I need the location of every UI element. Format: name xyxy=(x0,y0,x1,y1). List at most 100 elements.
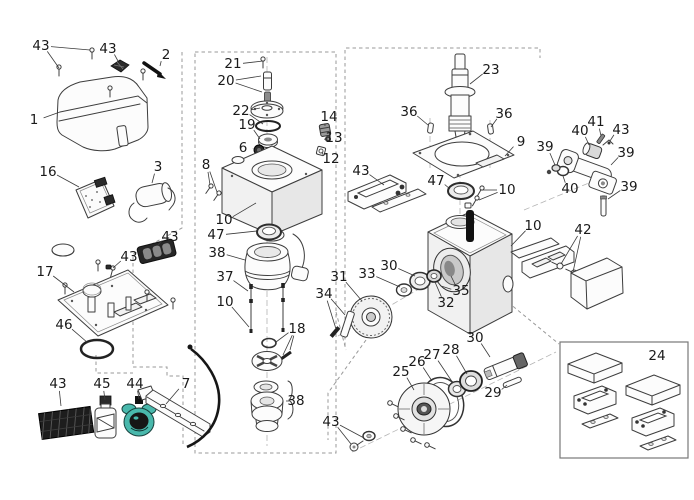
leader-line-19 xyxy=(253,129,261,140)
callout-33: 33 xyxy=(358,266,375,282)
leader-line-40 xyxy=(562,175,566,183)
limit-switch-kit-box xyxy=(559,341,689,459)
leader-line-10 xyxy=(232,202,257,218)
part-10-screws-right xyxy=(464,184,486,209)
callout-17: 17 xyxy=(36,264,53,280)
part-43-terminal-block xyxy=(136,238,177,264)
leader-line-22 xyxy=(249,114,264,125)
callout-6: 6 xyxy=(239,140,248,156)
base-plate-screw-43 xyxy=(105,264,117,278)
callout-44: 44 xyxy=(126,376,143,392)
part-38-drum xyxy=(244,233,309,291)
part-7-release-rail xyxy=(137,385,211,438)
callout-31: 31 xyxy=(330,269,347,285)
callout-39: 39 xyxy=(536,139,553,155)
leader-line-25 xyxy=(406,377,415,391)
leader-line-23 xyxy=(469,73,483,85)
leader-line-16 xyxy=(56,174,80,188)
callout-10: 10 xyxy=(524,218,541,234)
part-43-clip xyxy=(602,139,614,146)
part-43-adhesive-pad xyxy=(38,405,95,441)
callout-23: 23 xyxy=(482,62,499,78)
part-34-key xyxy=(329,310,355,338)
part-47-bearing-right xyxy=(447,182,475,200)
leader-line-20 xyxy=(235,75,262,81)
leader-line-26 xyxy=(422,367,433,382)
part-9-cover-plate xyxy=(412,130,515,179)
part-10-gearbox-housing xyxy=(427,210,514,335)
leader-line-43 xyxy=(59,390,62,407)
callout-43: 43 xyxy=(99,41,116,57)
callout-37: 37 xyxy=(216,269,233,285)
callout-30: 30 xyxy=(380,258,397,274)
leader-line-28 xyxy=(456,355,468,375)
part-39-pin-vertical xyxy=(600,195,607,217)
callout-39: 39 xyxy=(617,145,634,161)
part-2-pin-rod xyxy=(142,61,166,79)
part-18-clamp-set xyxy=(251,337,292,371)
callout-10: 10 xyxy=(498,182,515,198)
callout-40: 40 xyxy=(561,181,578,197)
callout-14: 14 xyxy=(320,109,337,125)
part-46-o-ring xyxy=(79,338,115,360)
callout-36: 36 xyxy=(400,104,417,120)
callout-45: 45 xyxy=(93,376,110,392)
leader-line-30 xyxy=(398,268,416,277)
part-37-studs xyxy=(249,283,285,333)
part-29-key xyxy=(502,376,522,388)
leader-line-39 xyxy=(607,190,621,200)
part-12-nut xyxy=(315,145,327,157)
leader-line-20 xyxy=(235,82,263,93)
leader-line-18 xyxy=(289,335,295,351)
part-23-output-shaft xyxy=(444,53,476,144)
rubber-cap xyxy=(51,243,75,257)
part-43-cover-plate xyxy=(110,59,130,73)
callout-41: 41 xyxy=(587,114,604,130)
leader-line-43 xyxy=(112,260,122,269)
callout-1: 1 xyxy=(30,112,39,128)
callout-16: 16 xyxy=(39,164,56,180)
callout-8: 8 xyxy=(202,157,211,173)
leader-line-35 xyxy=(450,275,456,286)
leader-line-43 xyxy=(337,426,352,445)
callout-7: 7 xyxy=(182,376,191,392)
part-1-motor-cover xyxy=(56,76,149,152)
leader-line-12 xyxy=(321,151,324,155)
callout-22: 22 xyxy=(232,103,249,119)
leader-line-34 xyxy=(326,300,337,330)
leader-line-8 xyxy=(209,171,218,193)
callout-20: 20 xyxy=(217,73,234,89)
part-47-bearing-center xyxy=(256,223,282,241)
leader-line-18 xyxy=(275,332,289,343)
callout-32: 32 xyxy=(437,295,454,311)
leader-line-34 xyxy=(330,298,346,316)
part-10-oil-tank xyxy=(221,145,323,242)
callout-18: 18 xyxy=(288,321,305,337)
callout-43: 43 xyxy=(32,38,49,54)
leader-line-36 xyxy=(490,118,498,128)
part-17-base-plate xyxy=(57,259,176,337)
leader-line-39 xyxy=(549,152,556,166)
callout-47: 47 xyxy=(207,227,224,243)
leader-line-38 xyxy=(226,254,246,261)
callout-2: 2 xyxy=(162,47,171,63)
leader-line-21 xyxy=(242,60,264,64)
leader-line-39 xyxy=(610,157,619,166)
leader-line-36 xyxy=(417,115,429,126)
part-22-flange xyxy=(250,100,284,132)
leader-line-44 xyxy=(137,390,140,400)
leader-line-7 xyxy=(165,388,180,405)
leader-line-3 xyxy=(151,173,155,184)
release-wedge-cover xyxy=(570,257,624,310)
callout-38: 38 xyxy=(208,245,225,261)
part-38-pulley-assembly xyxy=(250,380,294,432)
leader-line-47 xyxy=(225,230,258,235)
leader-line-42 xyxy=(560,235,578,265)
callout-28: 28 xyxy=(442,342,459,358)
leader-line-33 xyxy=(376,276,401,288)
leader-line-43 xyxy=(157,240,162,246)
part-28-bearing xyxy=(459,370,483,392)
